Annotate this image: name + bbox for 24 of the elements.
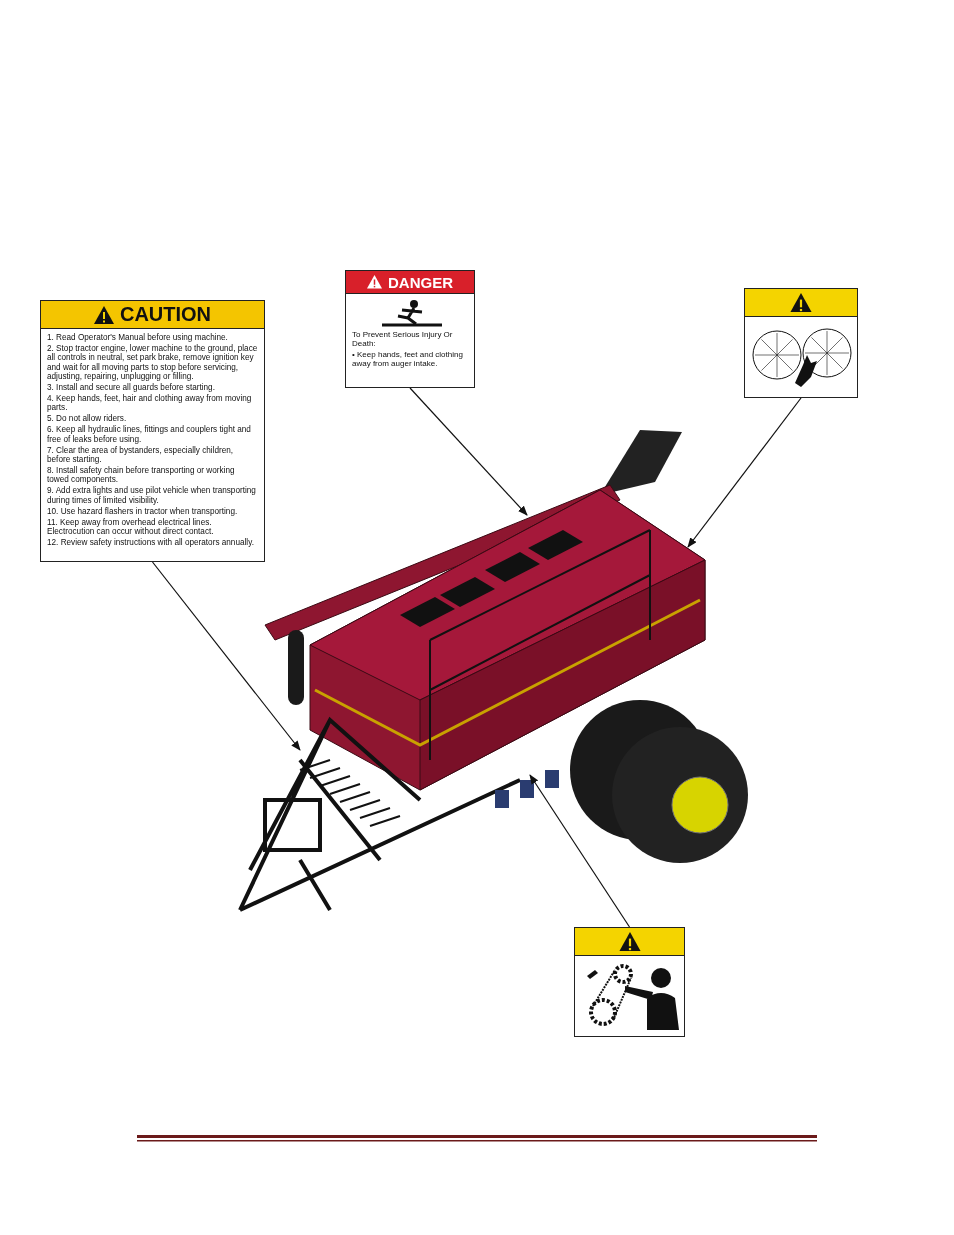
safety-instruction: 10. Use hazard flashers in tractor when transporting. xyxy=(47,506,239,517)
safety-instruction: 12. Review safety instructions with all operators annually. xyxy=(47,537,255,548)
warning-text: • Keep hands, feet and clothing away from auger intake. xyxy=(352,349,464,369)
leader-line xyxy=(687,397,802,548)
leader-line xyxy=(151,561,301,751)
warning-decal xyxy=(574,927,685,1037)
safety-decal xyxy=(345,270,475,388)
signal-word: DANGER xyxy=(388,273,453,291)
safety-instruction: 5. Do not allow riders. xyxy=(47,414,128,424)
safety-instruction: 3. Install and secure all guards before starting. xyxy=(47,383,216,393)
safety-decal xyxy=(40,300,265,562)
safety-instruction: 7. Clear the area of bystanders, especially children, before starting. xyxy=(47,445,235,465)
safety-instruction: 2. Stop tractor engine, lower machine to the ground, place all controls in neutral, set park brake, remove ignition key and wait for all moving parts to stop before servicing, adjusting, repairing, unplugging or filling. xyxy=(47,343,258,382)
warning-decal xyxy=(744,288,858,398)
leader-line xyxy=(529,774,631,928)
safety-instruction: 8. Install safety chain before transporting or working towed components. xyxy=(47,466,236,485)
warning-text: To Prevent Serious Injury Or Death: xyxy=(352,330,454,349)
safety-instruction: 9. Add extra lights and use pilot vehicle when transporting during times of limited visibility. xyxy=(47,486,257,506)
safety-instruction: 1. Read Operator's Manual before using machine. xyxy=(47,333,229,343)
safety-instruction: 4. Keep hands, feet, hair and clothing away from moving parts. xyxy=(47,394,253,413)
safety-instruction: 6. Keep all hydraulic lines, fittings and couplers tight and free of leaks before using. xyxy=(47,425,252,445)
safety-instruction: 11. Keep away from overhead electrical lines. Electrocution can occur without direct contact. xyxy=(47,517,215,537)
leader-line xyxy=(409,387,528,516)
signal-word: CAUTION xyxy=(119,303,212,326)
